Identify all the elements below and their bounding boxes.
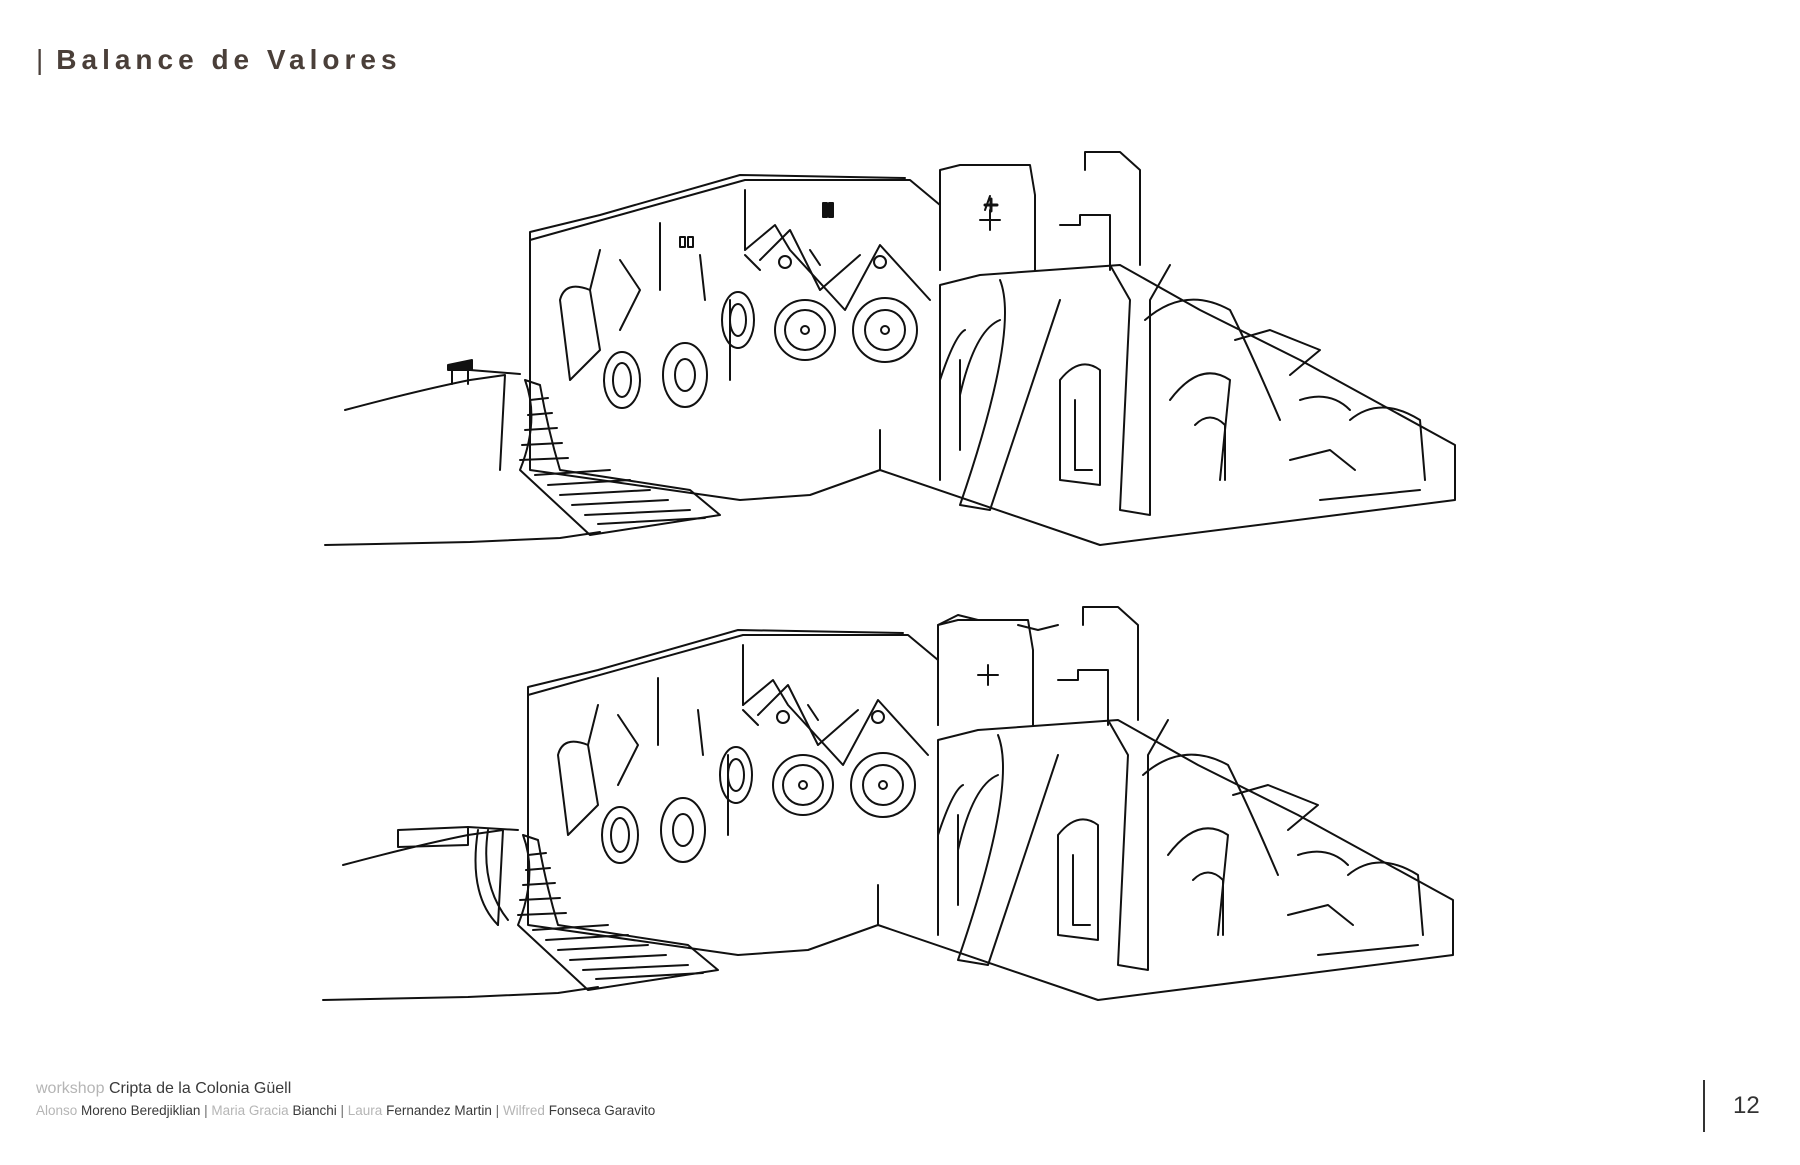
- author-first: Wilfred: [502, 1103, 545, 1118]
- author-separator: |: [495, 1103, 500, 1118]
- crypt-elevation-drawing-original: [324, 151, 1456, 546]
- title-bar: |: [36, 44, 49, 75]
- author-last: Moreno Beredjiklian: [81, 1103, 201, 1118]
- author-last: Fonseca Garavito: [548, 1103, 656, 1118]
- author-first: Alonso: [36, 1103, 78, 1118]
- footer: workshop Cripta de la Colonia Güell Alon…: [36, 1078, 655, 1122]
- author-last: Bianchi: [292, 1103, 337, 1118]
- page-number: 12: [1733, 1092, 1760, 1119]
- author-separator: |: [204, 1103, 208, 1118]
- title-text: Balance de Valores: [56, 44, 402, 75]
- author-first: Maria Gracia: [211, 1103, 289, 1118]
- page-number-divider: [1703, 1080, 1705, 1132]
- author-separator: |: [340, 1103, 345, 1118]
- crypt-elevation-drawing-variant: [322, 606, 1454, 1001]
- workshop-name: Cripta de la Colonia Güell: [108, 1080, 292, 1097]
- authors-line: Alonso Moreno Beredjiklian | Maria Graci…: [36, 1100, 655, 1122]
- workshop-line: workshop Cripta de la Colonia Güell: [36, 1078, 655, 1100]
- page-title: |Balance de Valores: [36, 44, 402, 76]
- author-first: Laura: [347, 1103, 383, 1118]
- workshop-label: workshop: [36, 1080, 105, 1097]
- author-last: Fernandez Martin: [386, 1103, 492, 1118]
